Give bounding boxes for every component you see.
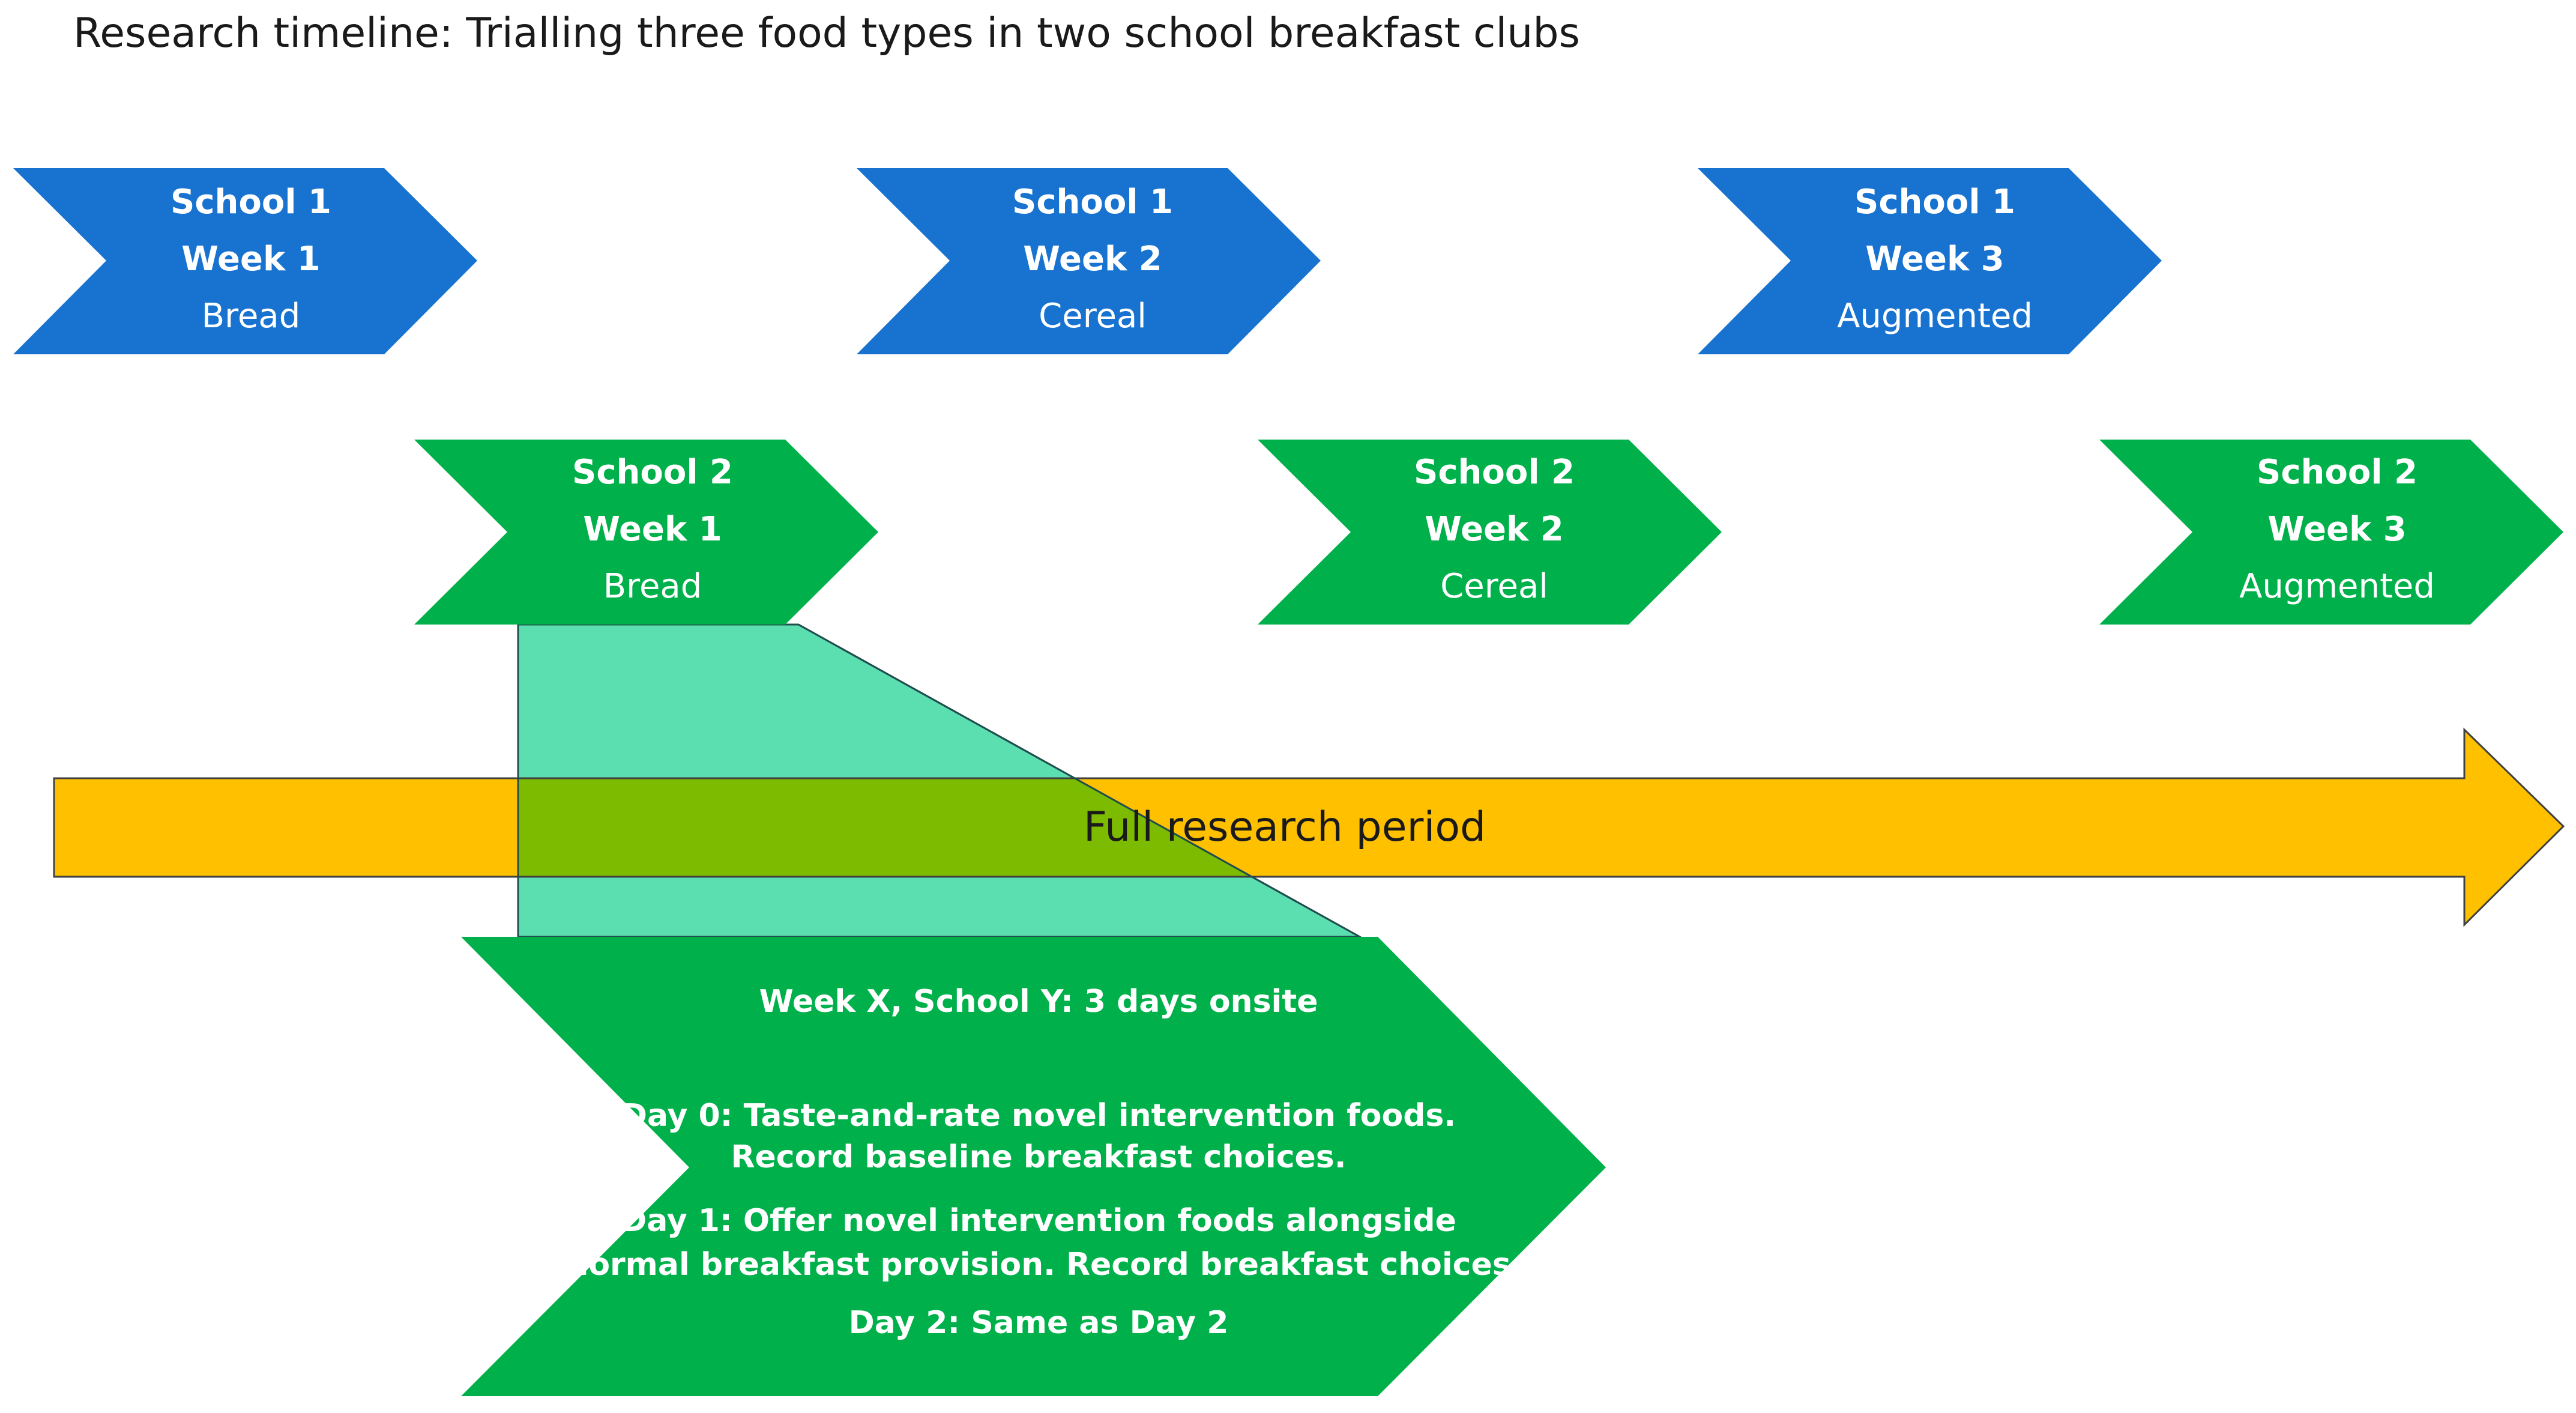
- detail-day1-line1: Day 1: Offer novel intervention foods al…: [621, 1203, 1456, 1239]
- detail-day1-line2: normal breakfast provision. Record break…: [566, 1247, 1510, 1283]
- chevron-week-label: Week 3: [2267, 510, 2406, 549]
- detail-heading: Week X, School Y: 3 days onsite: [759, 984, 1318, 1020]
- school1-week3-chevron: School 1 Week 3 Augmented: [1698, 168, 2162, 354]
- chevron-food-label: Cereal: [1440, 567, 1548, 606]
- zoom-diagonal-edge: [798, 623, 1360, 938]
- school1-week1-chevron: School 1 Week 1 Bread: [13, 168, 477, 354]
- chevron-school-label: School 1: [170, 183, 331, 222]
- school1-week2-chevron: School 1 Week 2 Cereal: [857, 168, 1321, 354]
- chevron-food-label: Augmented: [1837, 297, 2033, 336]
- chevron-shape: [2099, 440, 2563, 625]
- chevron-school-label: School 1: [1012, 183, 1173, 222]
- detail-day0-line1: Day 0: Taste-and-rate novel intervention…: [621, 1098, 1456, 1134]
- chevron-food-label: Bread: [202, 297, 301, 336]
- chevron-school-label: School 1: [1854, 183, 2015, 222]
- chevron-shape: [1258, 440, 1722, 625]
- school2-week2-chevron: School 2 Week 2 Cereal: [1258, 440, 1722, 625]
- chevron-shape: [857, 168, 1321, 354]
- chevron-school-label: School 2: [1414, 453, 1575, 492]
- chevron-shape: [13, 168, 477, 354]
- detail-day2: Day 2: Same as Day 2: [849, 1305, 1229, 1341]
- chevron-school-label: School 2: [572, 453, 733, 492]
- period-overlap-region: [518, 778, 1253, 877]
- chevron-school-label: School 2: [2257, 453, 2418, 492]
- detail-chevron-shape: [461, 937, 1606, 1396]
- chevron-week-label: Week 2: [1425, 510, 1563, 549]
- chevron-food-label: Cereal: [1039, 297, 1147, 336]
- school2-week3-chevron: School 2 Week 3 Augmented: [2099, 440, 2563, 625]
- chevron-food-label: Bread: [603, 567, 702, 606]
- chevron-shape: [414, 440, 878, 625]
- chevron-food-label: Augmented: [2239, 567, 2435, 606]
- research-period-label: Full research period: [1084, 803, 1486, 851]
- detail-day0-line2: Record baseline breakfast choices.: [731, 1139, 1346, 1175]
- school2-week1-chevron: School 2 Week 1 Bread: [414, 440, 878, 625]
- chevron-week-label: Week 3: [1865, 240, 2004, 279]
- onsite-detail-chevron: Week X, School Y: 3 days onsite Day 0: T…: [461, 937, 1606, 1396]
- chevron-shape: [1698, 168, 2162, 354]
- chevron-week-label: Week 2: [1023, 240, 1162, 279]
- chevron-week-label: Week 1: [583, 510, 722, 549]
- diagram-title: Research timeline: Trialling three food …: [73, 10, 1580, 57]
- chevron-week-label: Week 1: [181, 240, 320, 279]
